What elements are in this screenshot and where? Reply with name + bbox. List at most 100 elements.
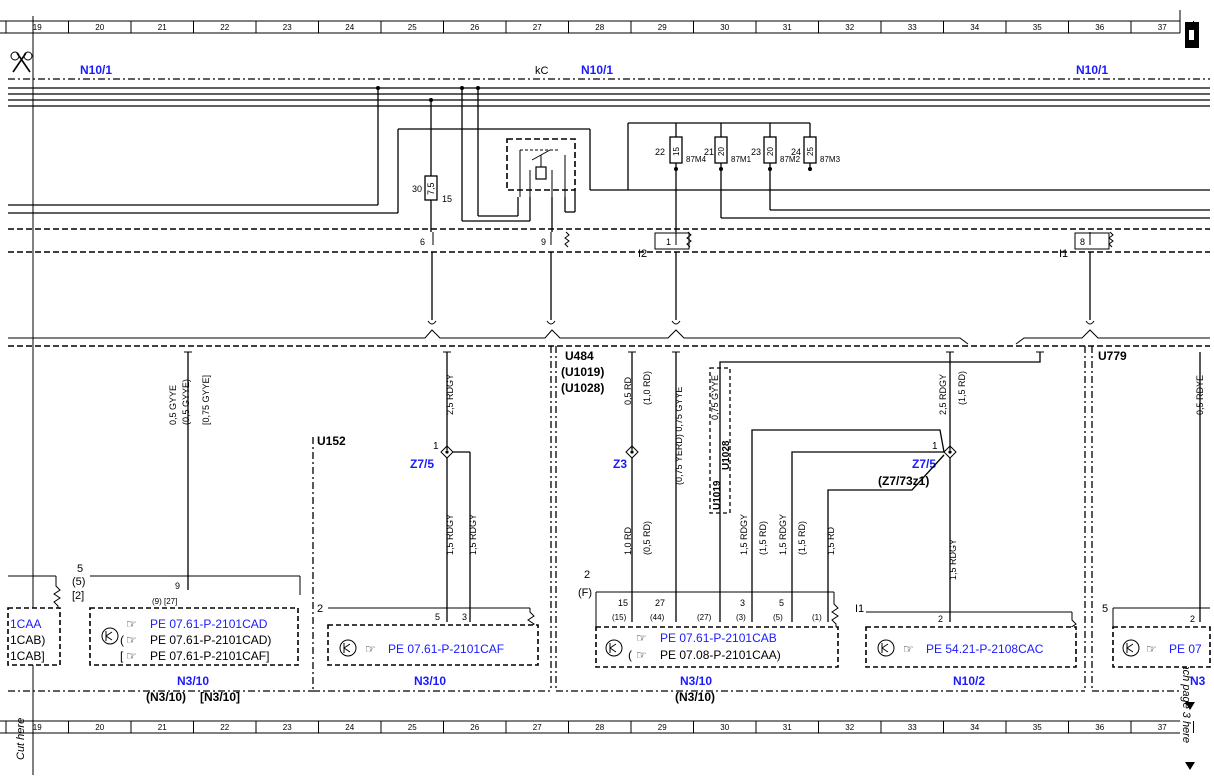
ruler-column-label: 27: [533, 23, 542, 32]
ruler-column-label: 36: [1095, 723, 1104, 732]
svg-text:(5): (5): [773, 613, 783, 622]
pointing-hand-icon: ☞: [1146, 642, 1157, 656]
svg-text:25: 25: [806, 147, 815, 156]
svg-text:(0,5 RD): (0,5 RD): [642, 521, 652, 555]
svg-text:2,5 RDGY: 2,5 RDGY: [938, 374, 948, 415]
pe-link-2101caf[interactable]: PE 07.61-P-2101CAF: [388, 642, 504, 656]
ruler-column-label: 23: [283, 723, 292, 732]
svg-text:5: 5: [435, 612, 440, 622]
svg-text:87M4: 87M4: [686, 155, 707, 164]
ruler-column-label: 30: [720, 23, 729, 32]
svg-text:I2: I2: [638, 248, 647, 260]
ruler-column-label: 35: [1033, 723, 1042, 732]
control-unit-n10-2: [865, 626, 1077, 668]
svg-text:[N3/10]: [N3/10]: [200, 690, 240, 704]
svg-text:8: 8: [1080, 237, 1085, 247]
pe-link-2101cab[interactable]: PE 07.61-P-2101CAB: [660, 631, 777, 645]
svg-text:7,5: 7,5: [426, 182, 436, 195]
svg-text:2: 2: [584, 569, 590, 581]
ruler-column-label: 34: [970, 23, 979, 32]
kc-label: kC: [535, 65, 549, 77]
ruler-column-label: 21: [158, 23, 167, 32]
svg-text:(N3/10): (N3/10): [146, 690, 186, 704]
ruler-column-label: 28: [595, 23, 604, 32]
control-unit-n3-10-left: [89, 607, 299, 666]
svg-text:(U1019): (U1019): [561, 365, 604, 379]
pointing-hand-icon: ☞: [903, 642, 914, 656]
relay-box: [506, 138, 576, 191]
svg-text:N3: N3: [1190, 674, 1206, 688]
pointing-hand-icon: ☞: [126, 633, 137, 647]
svg-text:22: 22: [655, 147, 665, 157]
svg-text:(9) [27]: (9) [27]: [152, 597, 177, 606]
ruler-column-label: 33: [908, 23, 917, 32]
z7-5-left-label: Z7/5: [410, 457, 434, 471]
svg-text:0,75 GYYE: 0,75 GYYE: [710, 375, 720, 420]
svg-text:(1): (1): [812, 613, 822, 622]
svg-text:(1,0 RD): (1,0 RD): [642, 371, 652, 405]
svg-text:(15): (15): [612, 613, 627, 622]
pe-link-07-right[interactable]: PE 07: [1169, 642, 1202, 656]
svg-text:(5): (5): [72, 576, 85, 588]
svg-text:N3/10: N3/10: [414, 674, 446, 688]
ruler-column-label: 24: [345, 723, 354, 732]
svg-text:20: 20: [766, 147, 775, 156]
svg-text:(Z7/73z1): (Z7/73z1): [878, 474, 929, 488]
svg-text:15: 15: [672, 147, 681, 156]
ruler-column-label: 28: [595, 723, 604, 732]
ruler-column-label: 20: [95, 23, 104, 32]
ruler-column-label: 19: [33, 723, 42, 732]
pe-link-2101caa[interactable]: PE 07.08-P-2101CAA): [660, 648, 781, 662]
svg-text:(F): (F): [578, 587, 592, 599]
ruler-column-label: 32: [845, 723, 854, 732]
svg-text:N10/2: N10/2: [953, 674, 985, 688]
svg-text:1,0 RD: 1,0 RD: [623, 526, 633, 555]
svg-text:(1,5 RD): (1,5 RD): [758, 521, 768, 555]
svg-text:2: 2: [938, 614, 943, 624]
svg-text:(: (: [628, 648, 632, 662]
pe-link-2101cad[interactable]: PE 07.61-P-2101CAD: [150, 617, 268, 631]
pointing-hand-icon: ☞: [636, 631, 647, 645]
ruler-column-label: 25: [408, 723, 417, 732]
svg-text:(0,5 GYYE): (0,5 GYYE): [181, 379, 191, 425]
svg-text:1CAB]: 1CAB]: [10, 649, 45, 663]
ruler-column-label: 31: [783, 723, 792, 732]
svg-text:9: 9: [175, 581, 180, 591]
u779-label: U779: [1098, 349, 1127, 363]
svg-text:2: 2: [1190, 614, 1195, 624]
svg-text:30: 30: [412, 184, 422, 194]
ruler-column-label: 20: [95, 723, 104, 732]
ruler-column-label: 22: [220, 23, 229, 32]
svg-text:0,5 RDYE: 0,5 RDYE: [1195, 375, 1205, 415]
svg-text:1,5 RDGY: 1,5 RDGY: [948, 539, 958, 580]
speed-sensor-icon: [339, 639, 357, 657]
svg-text:87M3: 87M3: [820, 155, 841, 164]
control-unit-n3-10-mid: [327, 624, 539, 666]
speed-sensor-icon: [877, 639, 895, 657]
ruler-column-label: 31: [783, 23, 792, 32]
svg-text:5: 5: [779, 598, 784, 608]
svg-text:I1: I1: [855, 603, 864, 615]
pointing-hand-icon: ☞: [636, 648, 647, 662]
u484-label: U484: [565, 349, 594, 363]
svg-text:1CAA: 1CAA: [10, 617, 41, 631]
svg-text:(1,5 RD): (1,5 RD): [797, 521, 807, 555]
svg-text:[: [: [120, 649, 124, 663]
svg-text:(1,5 RD): (1,5 RD): [957, 371, 967, 405]
ruler-column-label: 29: [658, 23, 667, 32]
scissors-icon: [10, 51, 33, 73]
svg-text:U1019: U1019: [712, 480, 723, 510]
svg-text:24: 24: [791, 147, 801, 157]
pe-link-2108cac[interactable]: PE 54.21-P-2108CAC: [926, 642, 1044, 656]
svg-text:20: 20: [717, 147, 726, 156]
pe-link-2101caf-alt[interactable]: PE 07.61-P-2101CAF]: [150, 649, 269, 663]
pe-link-2101cad-alt[interactable]: PE 07.61-P-2101CAD): [150, 633, 271, 647]
svg-text:1,5 RDGY: 1,5 RDGY: [739, 514, 749, 555]
ruler-column-label: 26: [470, 723, 479, 732]
ruler-column-label: 21: [158, 723, 167, 732]
svg-text:1: 1: [666, 237, 671, 247]
z7-5-right-label: Z7/5: [912, 457, 936, 471]
